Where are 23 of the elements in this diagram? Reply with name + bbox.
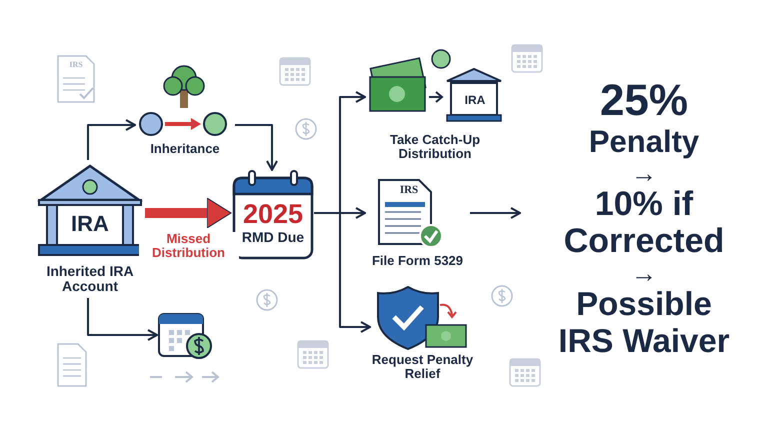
- text-in-icon: IRS: [389, 184, 429, 196]
- year-text: 2025: [242, 200, 304, 230]
- arrow: [87, 119, 136, 160]
- arrow: [235, 124, 278, 171]
- node-label: Inherited IRA Account: [45, 264, 135, 295]
- node-label: Take Catch-Up Distribution: [388, 133, 482, 162]
- node-label: File Form 5329: [370, 254, 464, 268]
- summary-text: 25%: [600, 77, 688, 126]
- arrow: [87, 298, 158, 341]
- node-label: Inheritance: [149, 142, 221, 156]
- summary-text: Penalty: [588, 125, 700, 160]
- summary-text: 10% if Corrected: [562, 186, 726, 260]
- arrow: [470, 207, 521, 219]
- summary-text: Possible IRS Waiver: [557, 286, 731, 359]
- node-label: Request Penalty Relief: [370, 353, 474, 382]
- text-in-icon: IRA: [457, 94, 493, 108]
- document-heading: IRS: [68, 61, 84, 70]
- node-label: RMD Due: [240, 230, 306, 246]
- arrow-glyph: →: [631, 260, 657, 286]
- edge-label: Missed Distribution: [138, 232, 238, 261]
- arrow-glyph: →: [631, 160, 657, 186]
- block-arrow: [145, 198, 232, 228]
- text-in-icon: IRA: [55, 212, 125, 236]
